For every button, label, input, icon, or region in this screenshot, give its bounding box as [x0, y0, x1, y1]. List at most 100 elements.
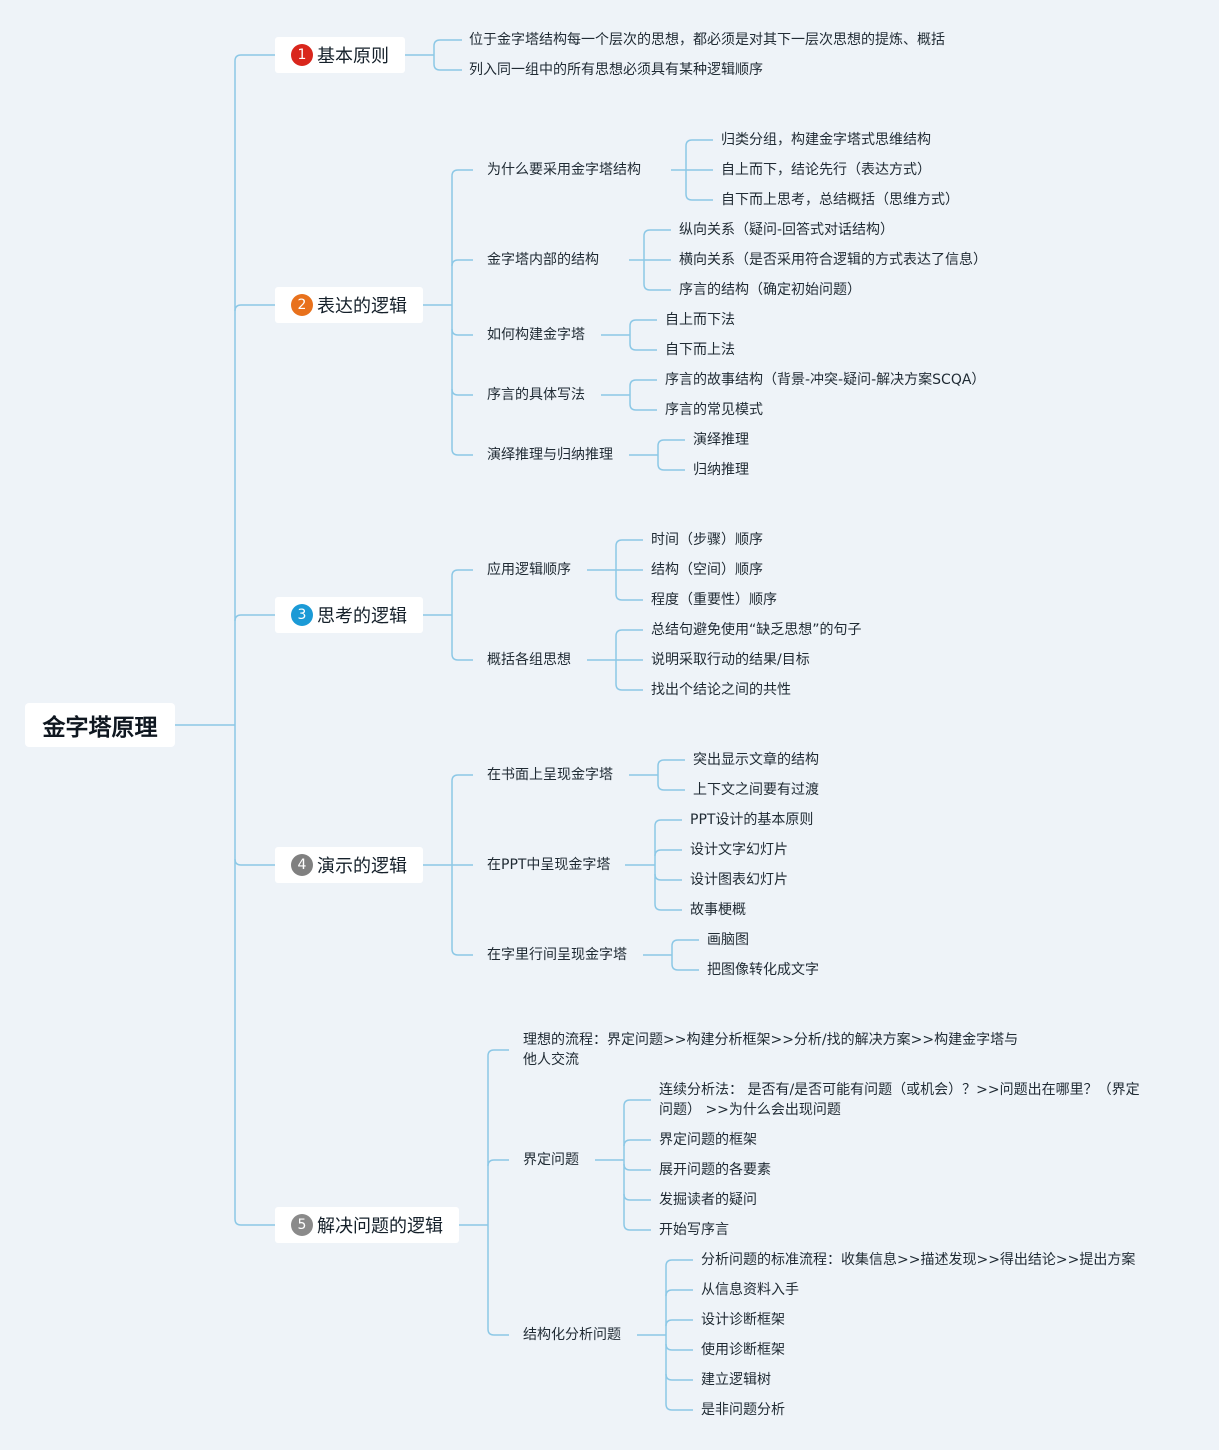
leaf-item[interactable]: 自上而下法 — [665, 312, 735, 328]
root-connector-branch-0 — [234, 54, 275, 62]
sub-5-2-connector-branch-4 — [623, 1223, 651, 1231]
section-1-connector-branch-0 — [433, 39, 462, 47]
leaf-item[interactable]: 横向关系（是否采用符合逻辑的方式表达了信息） — [679, 252, 987, 268]
sub-topic[interactable]: 界定问题 — [523, 1152, 579, 1168]
root-connector-branch-1 — [234, 304, 275, 312]
leaf-item[interactable]: 序言的常见模式 — [665, 402, 763, 418]
leaf-item[interactable]: 归纳推理 — [693, 462, 749, 478]
leaf-item[interactable]: 故事梗概 — [690, 902, 746, 918]
leaf-item[interactable]: 从信息资料入手 — [701, 1282, 799, 1298]
leaf-item[interactable]: 设计图表幻灯片 — [690, 872, 788, 888]
leaf-item[interactable]: 纵向关系（疑问-回答式对话结构） — [679, 222, 895, 238]
leaf-item[interactable]: 说明采取行动的结果/目标 — [651, 652, 810, 668]
leaf-item[interactable]: 找出个结论之间的共性 — [651, 682, 791, 698]
sub-2-4-connector-branch-1 — [629, 403, 657, 411]
sub-topic[interactable]: 序言的具体写法 — [487, 387, 585, 403]
leaf-item[interactable]: 展开问题的各要素 — [659, 1162, 771, 1178]
leaf-item[interactable]: 突出显示文章的结构 — [693, 752, 819, 768]
section-5-connector-branch-1 — [487, 1159, 509, 1167]
sub-5-3-connector-branch-1 — [665, 1289, 693, 1297]
main-topic-label: 表达的逻辑 — [317, 296, 407, 317]
sub-3-1-connector-branch-2 — [615, 593, 643, 601]
sub-5-3-connector-branch-3 — [665, 1343, 693, 1351]
main-topic-label: 思考的逻辑 — [317, 606, 407, 627]
root-node[interactable]: 金字塔原理 — [25, 703, 175, 747]
number-badge-icon: 1 — [291, 44, 313, 66]
sub-5-3-connector-branch-0 — [665, 1259, 693, 1267]
sub-2-2-connector-branch-0 — [643, 229, 671, 237]
leaf-item[interactable]: 位于金字塔结构每一个层次的思想，都必须是对其下一层次思想的提炼、概括 — [469, 32, 945, 48]
leaf-item[interactable]: 归类分组，构建金字塔式思维结构 — [721, 132, 931, 148]
sub-4-3-connector-branch-0 — [671, 939, 699, 947]
sub-topic[interactable]: 在书面上呈现金字塔 — [487, 767, 613, 783]
leaf-item[interactable]: 发掘读者的疑问 — [659, 1192, 757, 1208]
leaf-item[interactable]: 开始写序言 — [659, 1222, 729, 1238]
root-connector-branch-2 — [234, 614, 275, 622]
section-2-connector-branch-1 — [451, 259, 473, 267]
section-2-connector-branch-2 — [451, 328, 473, 336]
leaf-item[interactable]: 画脑图 — [707, 932, 749, 948]
leaf-item[interactable]: 序言的故事结构（背景-冲突-疑问-解决方案SCQA） — [665, 372, 986, 388]
leaf-item[interactable]: 使用诊断框架 — [701, 1342, 785, 1358]
leaf-item[interactable]: 是非问题分析 — [701, 1402, 785, 1418]
sub-5-3-connector-branch-2 — [665, 1319, 693, 1327]
leaf-item[interactable]: 自下而上法 — [665, 342, 735, 358]
leaf-item[interactable]: 列入同一组中的所有思想必须具有某种逻辑顺序 — [469, 62, 763, 78]
leaf-item[interactable]: 建立逻辑树 — [701, 1372, 771, 1388]
sub-topic[interactable]: 结构化分析问题 — [523, 1327, 621, 1343]
leaf-item[interactable]: 自下而上思考，总结概括（思维方式） — [721, 192, 959, 208]
sub-4-2-connector-branch-0 — [654, 819, 682, 827]
root-connector-branch-3 — [234, 858, 275, 866]
number-badge-icon: 5 — [291, 1214, 313, 1236]
sub-topic[interactable]: 在PPT中呈现金字塔 — [487, 857, 611, 873]
sub-topic[interactable]: 应用逻辑顺序 — [487, 562, 571, 578]
leaf-item[interactable]: 分析问题的标准流程：收集信息>>描述发现>>得出结论>>提出方案 — [701, 1252, 1136, 1268]
section-2-connector-branch-3 — [451, 388, 473, 396]
leaf-item[interactable]: 连续分析法： 是否有/是否可能有问题（或机会）？>>问题出在哪里？（界定问题） … — [659, 1082, 1140, 1118]
leaf-item[interactable]: 自上而下，结论先行（表达方式） — [721, 162, 931, 178]
sub-2-5-connector-branch-1 — [657, 463, 685, 471]
leaf-item[interactable]: 设计诊断框架 — [701, 1312, 785, 1328]
leaf-item[interactable]: 总结句避免使用“缺乏思想”的句子 — [651, 622, 862, 638]
sub-topic[interactable]: 概括各组思想 — [487, 652, 571, 668]
sub-topic[interactable]: 金字塔内部的结构 — [487, 252, 599, 268]
section-2-connector-branch-0 — [451, 169, 473, 177]
sub-5-2-connector-branch-1 — [623, 1139, 651, 1147]
sub-topic[interactable]: 演绎推理与归纳推理 — [487, 447, 613, 463]
leaf-item[interactable]: 时间（步骤）顺序 — [651, 532, 763, 548]
leaf-item[interactable]: PPT设计的基本原则 — [690, 812, 814, 828]
section-2-connector-branch-4 — [451, 448, 473, 456]
leaf-item[interactable]: 程度（重要性）顺序 — [651, 592, 777, 608]
sub-topic[interactable]: 理想的流程：界定问题>>构建分析框架>>分析/找的解决方案>>构建金字塔与他人交… — [523, 1032, 1019, 1068]
sub-2-3-connector-branch-1 — [629, 343, 657, 351]
leaf-item[interactable]: 演绎推理 — [693, 432, 749, 448]
leaf-item[interactable]: 上下文之间要有过渡 — [693, 782, 819, 798]
number-badge-icon: 4 — [291, 854, 313, 876]
sub-topic[interactable]: 如何构建金字塔 — [487, 327, 585, 343]
section-3-connector-branch-1 — [451, 653, 473, 661]
leaf-item[interactable]: 结构（空间）顺序 — [651, 562, 763, 578]
sub-4-2-connector-branch-1 — [654, 849, 682, 857]
section-1-connector-branch-1 — [433, 63, 462, 71]
section-5-connector-branch-0 — [487, 1049, 509, 1057]
section-4-connector-branch-0 — [451, 774, 473, 782]
leaf-item[interactable]: 设计文字幻灯片 — [690, 842, 788, 858]
section-4-connector-branch-2 — [451, 948, 473, 956]
sub-2-2-connector-branch-2 — [643, 283, 671, 291]
main-topic-label: 基本原则 — [317, 46, 389, 67]
sub-3-2-connector-branch-0 — [615, 629, 643, 637]
sub-4-2-connector-branch-3 — [654, 903, 682, 911]
sub-topic[interactable]: 为什么要采用金字塔结构 — [487, 162, 641, 178]
leaf-item[interactable]: 界定问题的框架 — [659, 1132, 757, 1148]
number-badge-icon: 2 — [291, 294, 313, 316]
sub-2-1-connector-branch-0 — [685, 139, 713, 147]
leaf-item[interactable]: 把图像转化成文字 — [707, 962, 819, 978]
leaf-item[interactable]: 序言的结构（确定初始问题） — [679, 282, 861, 298]
sub-topic[interactable]: 在字里行间呈现金字塔 — [487, 947, 627, 963]
